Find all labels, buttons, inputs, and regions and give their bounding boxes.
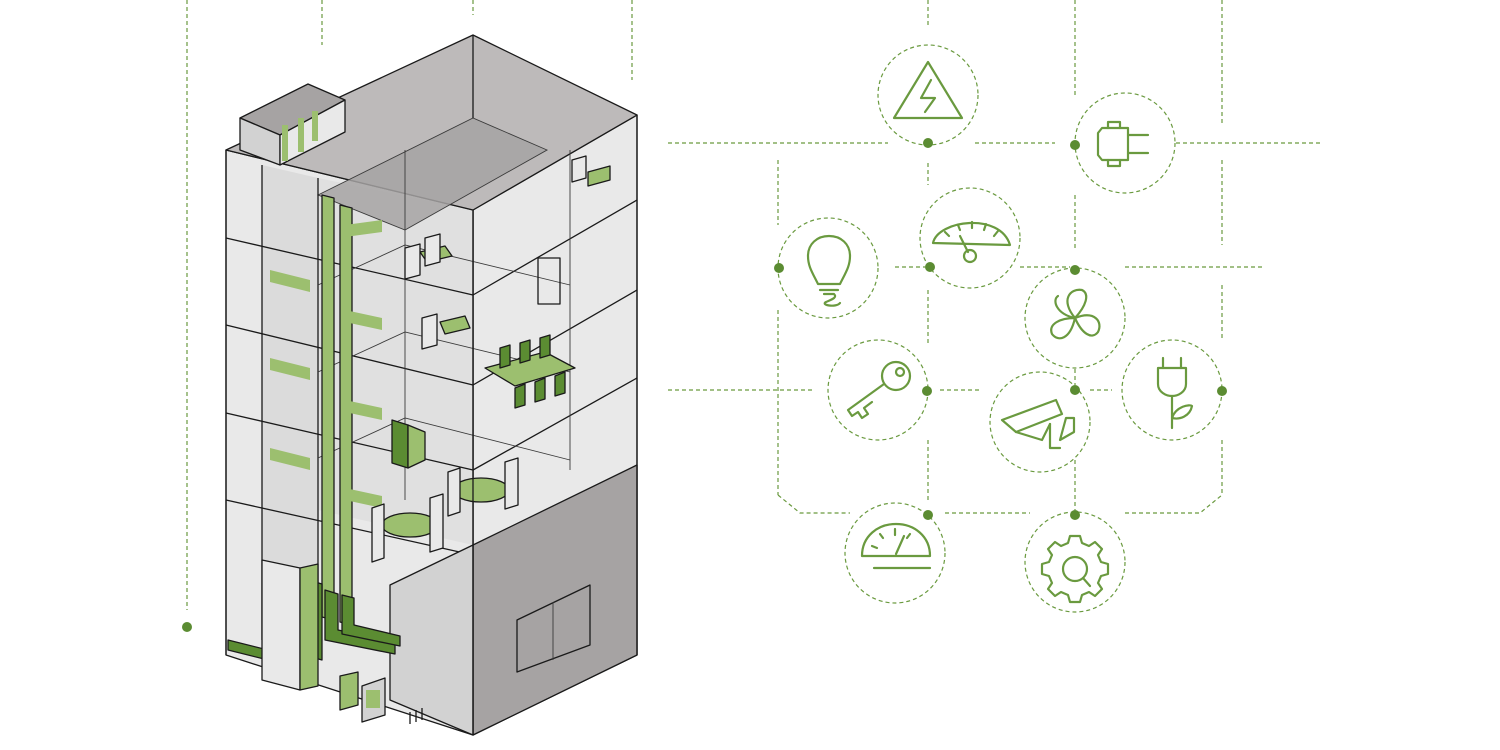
eco-plug-icon	[1156, 356, 1194, 430]
meter-icon	[860, 522, 932, 570]
round-table-1	[452, 477, 510, 503]
meter-node	[844, 502, 946, 604]
plug-node	[1070, 92, 1176, 194]
fan-icon	[1050, 288, 1101, 340]
fan-node	[1024, 265, 1126, 369]
power-hazard-node	[877, 44, 979, 148]
light-bulb-icon	[806, 234, 852, 307]
icon-nodes	[774, 44, 1227, 613]
key-node	[827, 339, 932, 441]
security-camera-icon	[1000, 398, 1076, 450]
plug-icon	[1096, 120, 1150, 168]
gear-icon	[1040, 534, 1110, 604]
network-lines	[668, 0, 1320, 514]
guide-dot-left	[182, 622, 192, 632]
gauge-icon	[931, 220, 1012, 264]
gear-node	[1024, 510, 1126, 613]
service-risers	[227, 194, 401, 691]
eco-plug-node	[1121, 339, 1227, 441]
rooftop-unit	[239, 83, 346, 166]
guide-lines-left	[186, 0, 633, 610]
furniture	[371, 155, 611, 563]
power-hazard-icon	[892, 60, 964, 120]
key-icon	[846, 360, 912, 420]
camera-node	[989, 371, 1091, 473]
gauge-node	[919, 187, 1021, 289]
interior-door	[537, 257, 561, 305]
building-cutaway	[225, 34, 638, 736]
light-bulb-node	[774, 217, 879, 319]
ground-equipment	[339, 671, 423, 724]
garage-door	[516, 584, 591, 673]
